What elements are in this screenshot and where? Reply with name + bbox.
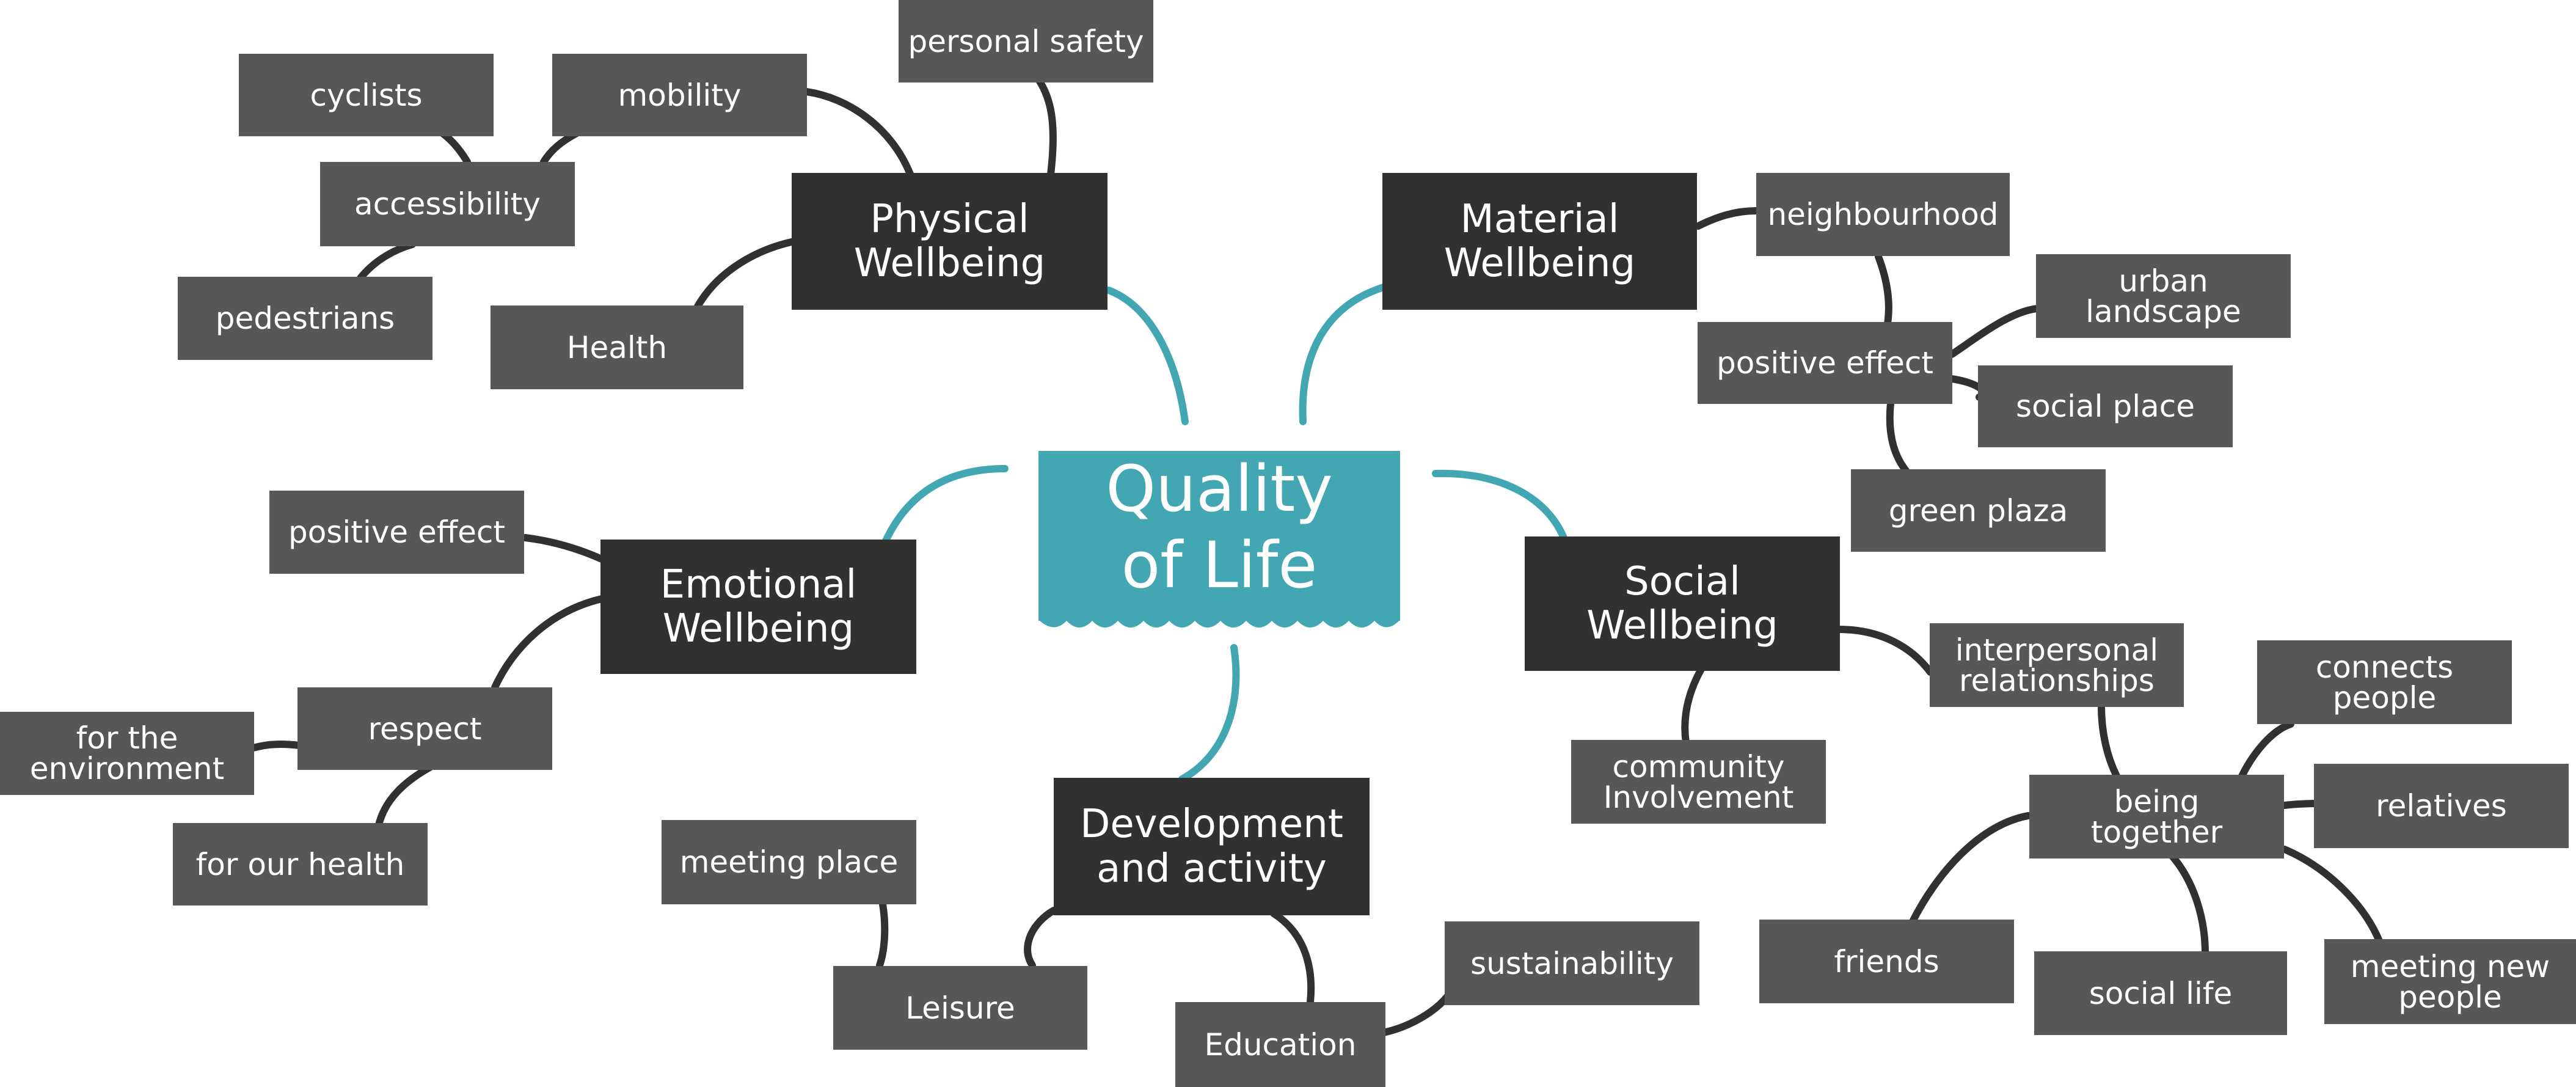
connector-interpersonal-being-together	[2098, 702, 2120, 780]
node-personal-safety[interactable]: personal safety	[899, 0, 1153, 82]
node-social-place-label: social place	[2016, 389, 2195, 424]
node-meeting-place-label: meeting place	[679, 844, 899, 880]
connector-social-community	[1681, 665, 1705, 746]
connector-being-together-meeting-new	[2281, 846, 2383, 945]
node-green-plaza[interactable]: green plaza	[1851, 469, 2106, 552]
node-for-our-health[interactable]: for our health	[173, 823, 428, 906]
connector-development-leisure	[1024, 907, 1057, 969]
central-topic-label: Quality of Life	[1106, 452, 1333, 602]
branch-development-activity-label: Development and activity	[1080, 802, 1343, 891]
connector-neighbourhood-positive-effect	[1875, 253, 1892, 328]
connector-physical-health	[693, 238, 798, 312]
node-community-involvement[interactable]: community Involvement	[1571, 740, 1826, 824]
node-for-the-environment[interactable]: for the environment	[0, 712, 254, 795]
node-leisure-label: Leisure	[905, 990, 1015, 1026]
node-for-the-environment-label: for the environment	[29, 720, 225, 786]
node-personal-safety-label: personal safety	[908, 23, 1144, 59]
node-emotional-positive-effect[interactable]: positive effect	[269, 491, 524, 574]
branch-material-wellbeing-label: Material Wellbeing	[1443, 196, 1636, 286]
connector-accessibility-pedestrians	[357, 241, 416, 282]
node-pedestrians-label: pedestrians	[215, 301, 395, 336]
node-respect-label: respect	[368, 711, 482, 747]
connector-respect-environment	[247, 740, 303, 752]
branch-emotional-wellbeing-label: Emotional Wellbeing	[660, 562, 857, 651]
connector-respect-health	[375, 763, 434, 829]
node-social-life-label: social life	[2089, 975, 2233, 1011]
node-mobility-label: mobility	[618, 77, 742, 113]
node-interpersonal-relationships-label: interpersonal relationships	[1955, 632, 2159, 698]
node-accessibility-label: accessibility	[354, 186, 541, 222]
connector-physical-mobility	[803, 88, 914, 178]
node-being-together[interactable]: being together	[2029, 775, 2284, 858]
node-social-life[interactable]: social life	[2034, 951, 2287, 1035]
node-urban-landscape[interactable]: urban landscape	[2036, 254, 2291, 338]
node-connects-people-label: connects people	[2315, 649, 2454, 716]
node-neighbourhood-label: neighbourhood	[1767, 197, 1999, 232]
node-being-together-label: being together	[2090, 783, 2223, 850]
node-for-our-health-label: for our health	[195, 846, 405, 882]
central-topic[interactable]: Quality of Life	[1038, 451, 1400, 628]
connector-emotional-positive-effect	[522, 534, 605, 563]
connector-positive-effect-urban-landscape	[1948, 305, 2041, 358]
connector-being-together-social-life	[2168, 852, 2209, 957]
connector-being-together-friends	[1908, 812, 2032, 926]
branch-social-wellbeing[interactable]: Social Wellbeing	[1525, 536, 1840, 671]
node-relatives[interactable]: relatives	[2314, 764, 2569, 848]
node-friends[interactable]: friends	[1759, 920, 2014, 1003]
node-connects-people[interactable]: connects people	[2257, 640, 2512, 724]
central-topic-scallop	[1038, 607, 1400, 628]
connector-center-physical	[1105, 287, 1189, 425]
node-leisure[interactable]: Leisure	[833, 966, 1087, 1050]
connector-positive-effect-green-plaza	[1886, 400, 1910, 474]
branch-social-wellbeing-label: Social Wellbeing	[1586, 558, 1778, 648]
connector-emotional-respect	[491, 595, 605, 691]
node-education[interactable]: Education	[1175, 1002, 1385, 1087]
node-green-plaza-label: green plaza	[1888, 492, 2068, 529]
node-respect[interactable]: respect	[297, 687, 552, 770]
connector-development-education	[1270, 910, 1315, 1006]
node-health-label: Health	[566, 329, 668, 365]
node-social-place[interactable]: social place	[1978, 365, 2233, 447]
connector-center-emotional	[882, 465, 1009, 544]
node-meeting-new-people-label: meeting new people	[2350, 948, 2550, 1015]
connector-education-sustainability	[1380, 992, 1451, 1036]
connector-material-neighbourhood	[1695, 207, 1760, 230]
connector-center-social	[1432, 469, 1567, 541]
node-interpersonal-relationships[interactable]: interpersonal relationships	[1930, 623, 2184, 707]
node-material-positive-effect-label: positive effect	[1716, 345, 1934, 381]
connector-physical-personal-safety	[1035, 76, 1057, 178]
branch-physical-wellbeing[interactable]: Physical Wellbeing	[792, 173, 1107, 310]
branch-material-wellbeing[interactable]: Material Wellbeing	[1382, 173, 1697, 310]
connector-center-material	[1299, 284, 1387, 425]
node-meeting-place[interactable]: meeting place	[662, 820, 916, 904]
connector-being-together-connects	[2238, 720, 2294, 780]
node-emotional-positive-effect-label: positive effect	[288, 514, 506, 550]
node-urban-landscape-label: urban landscape	[2085, 263, 2241, 329]
node-relatives-label: relatives	[2376, 788, 2507, 824]
node-mobility[interactable]: mobility	[552, 54, 807, 136]
node-sustainability[interactable]: sustainability	[1445, 921, 1699, 1005]
node-cyclists-label: cyclists	[310, 77, 423, 113]
branch-physical-wellbeing-label: Physical Wellbeing	[853, 196, 1046, 286]
node-material-positive-effect[interactable]: positive effect	[1698, 322, 1952, 404]
branch-emotional-wellbeing[interactable]: Emotional Wellbeing	[600, 540, 916, 674]
node-meeting-new-people[interactable]: meeting new people	[2324, 939, 2576, 1024]
node-pedestrians[interactable]: pedestrians	[178, 277, 432, 360]
node-education-label: Education	[1204, 1027, 1357, 1063]
connector-leisure-meeting-place	[876, 901, 889, 969]
connector-center-development	[1178, 644, 1240, 783]
node-cyclists[interactable]: cyclists	[239, 54, 494, 136]
node-community-involvement-label: community Involvement	[1603, 748, 1794, 815]
node-friends-label: friends	[1834, 943, 1939, 979]
node-accessibility[interactable]: accessibility	[320, 162, 575, 246]
branch-development-activity[interactable]: Development and activity	[1054, 778, 1370, 915]
node-sustainability-label: sustainability	[1470, 945, 1674, 981]
node-neighbourhood[interactable]: neighbourhood	[1756, 173, 2010, 256]
node-health[interactable]: Health	[491, 306, 743, 389]
connector-social-interpersonal	[1835, 626, 1934, 676]
